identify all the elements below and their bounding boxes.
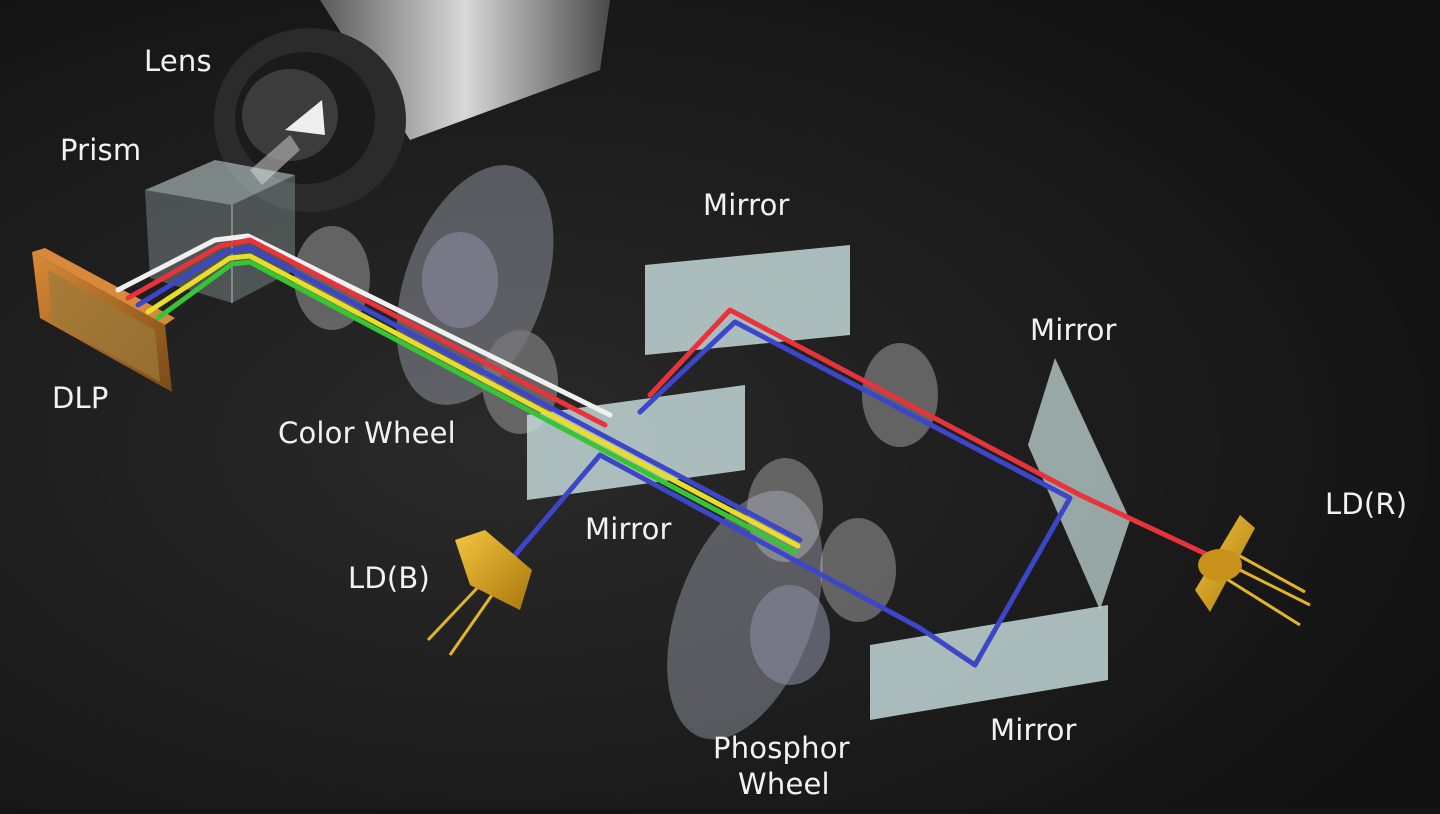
beam-green [155,259,798,555]
beam-yellow [145,253,801,549]
mirror-bottom-plate [870,605,1108,720]
label-prism: Prism [60,133,142,167]
label-ld-blue: LD(B) [348,561,431,595]
beam-white [115,233,613,418]
label-mirror-bottom: Mirror [990,713,1077,747]
label-ld-red: LD(R) [1325,487,1408,521]
beam-red-main [125,237,608,428]
label-mirror-right: Mirror [1030,313,1117,347]
lens-output-cone [285,100,325,135]
label-lens: Lens [144,44,212,78]
label-mirror-center: Mirror [585,512,672,546]
laser-diode-blue [426,530,532,656]
laser-diode-red [1195,515,1311,627]
label-phosphor-wheel-line1: Phosphor [713,731,850,765]
label-dlp: DLP [52,381,109,415]
mirrors [527,245,1130,720]
lens [214,0,610,212]
label-phosphor-wheel-line2: Wheel [738,767,830,801]
beam-red-path [647,307,1243,573]
label-mirror-top: Mirror [703,188,790,222]
mirror-right-plate [1028,358,1130,610]
mirror-top-plate [645,245,850,355]
label-color-wheel: Color Wheel [278,416,456,450]
prism [145,160,295,303]
light-beams [115,233,1243,668]
beam-blue-path [512,319,1073,668]
beam-blue-main [135,245,803,543]
